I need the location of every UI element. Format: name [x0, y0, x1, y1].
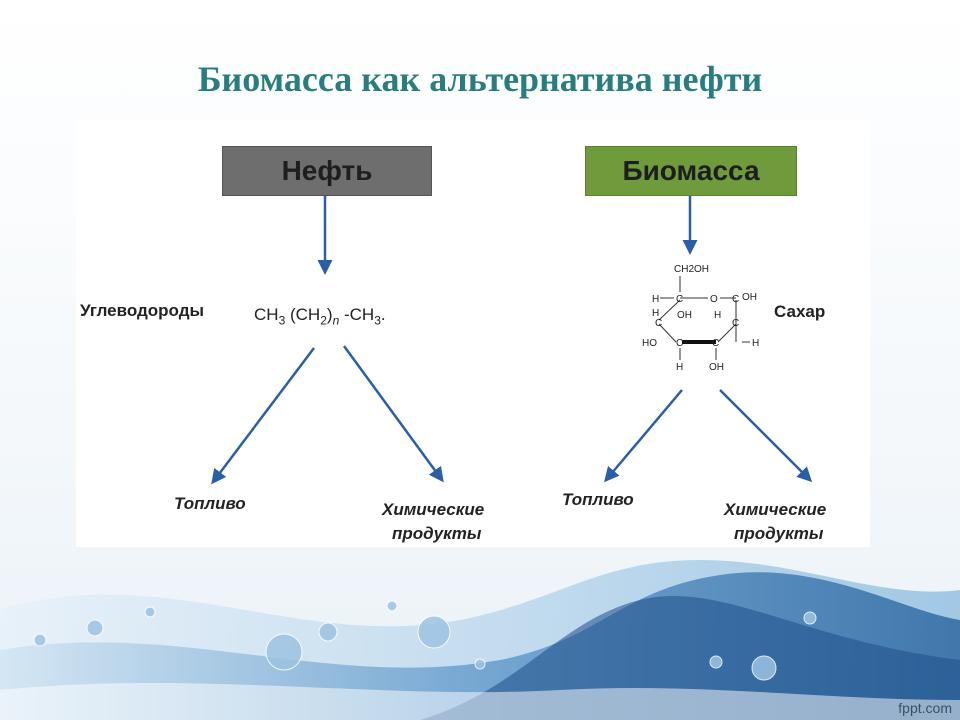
svg-text:O: O — [710, 294, 718, 305]
biomass-header-box: Биомасса — [585, 146, 797, 196]
svg-text:OH: OH — [709, 362, 724, 373]
svg-text:C: C — [732, 318, 739, 329]
biomass-chemicals-label-line1: Химические — [724, 500, 827, 519]
diagram-graphics: CH2OH C O C C C C C H OH H OH H HO — [211, 196, 813, 485]
svg-text:C: C — [712, 338, 719, 349]
svg-text:C: C — [676, 294, 683, 305]
svg-text:C: C — [732, 294, 739, 305]
oil-fuel-label: Топливо — [174, 494, 246, 513]
svg-text:C: C — [655, 318, 662, 329]
biomass-chemicals-label-line2: продукты — [734, 524, 824, 543]
arrow-oil-chemicals — [342, 345, 444, 483]
oil-chemicals-label-line1: Химические — [382, 500, 485, 519]
svg-text:CH2OH: CH2OH — [674, 264, 709, 275]
arrow-biomass-chemicals — [719, 389, 813, 483]
svg-text:H: H — [752, 338, 759, 349]
watermark: fppt.com — [898, 700, 952, 716]
biomass-fuel-label: Топливо — [562, 490, 634, 509]
oil-chemicals-label-line2: продукты — [392, 524, 482, 543]
diagram-panel: Нефть Биомасса Углеводороды CH3 (CH2)n -… — [76, 120, 870, 547]
glucose-structure: CH2OH C O C C C C C H OH H OH H HO — [642, 264, 759, 373]
slide-title: Биомасса как альтернатива нефти — [197, 59, 763, 99]
svg-text:H: H — [676, 362, 683, 373]
oil-header-box: Нефть — [222, 146, 432, 196]
svg-text:H: H — [652, 308, 659, 319]
svg-text:HO: HO — [642, 338, 657, 349]
svg-text:C: C — [676, 338, 683, 349]
sugar-label: Сахар — [774, 302, 826, 321]
arrow-oil-fuel — [211, 347, 315, 485]
hydrocarbons-label: Углеводороды — [80, 301, 205, 320]
svg-text:H: H — [714, 310, 721, 321]
arrow-biomass-fuel — [604, 389, 683, 483]
hydrocarbon-formula: CH3 (CH2)n -CH3. — [254, 305, 386, 328]
svg-text:OH: OH — [677, 310, 692, 321]
svg-text:OH: OH — [742, 292, 757, 303]
svg-text:H: H — [652, 294, 659, 305]
